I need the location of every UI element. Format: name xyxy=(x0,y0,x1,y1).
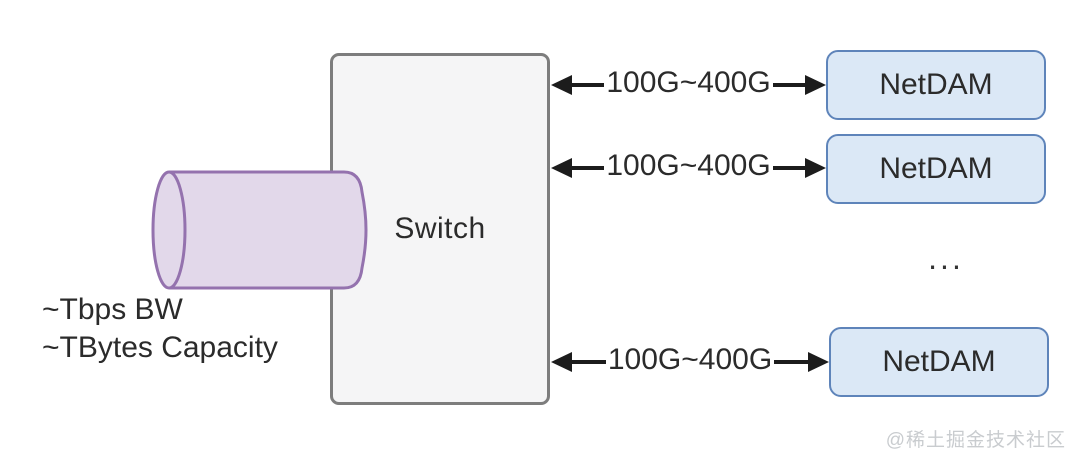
arrowhead-left-icon xyxy=(551,352,572,372)
netdam-node-1: NetDAM xyxy=(826,50,1046,120)
link-switch-netdam-3: 100G~400G xyxy=(551,343,830,378)
arrowhead-left-icon xyxy=(551,75,572,95)
arrowhead-right-icon xyxy=(808,352,830,372)
cylinder-body xyxy=(169,170,368,290)
link-line xyxy=(572,360,606,364)
link-line xyxy=(572,166,605,170)
link-line xyxy=(572,83,605,87)
watermark: @稀土掘金技术社区 xyxy=(885,430,1066,451)
link-line xyxy=(772,83,806,87)
storage-cylinder-icon xyxy=(151,170,368,290)
netdam-node-2: NetDAM xyxy=(826,134,1046,204)
switch-label: Switch xyxy=(394,212,486,245)
link-switch-netdam-2: 100G~400G xyxy=(551,149,827,184)
more-nodes-ellipsis: ... xyxy=(928,240,964,276)
link-bandwidth-label: 100G~400G xyxy=(606,66,771,99)
netdam-label: NetDAM xyxy=(882,345,996,378)
arrowhead-right-icon xyxy=(805,75,827,95)
link-line xyxy=(774,360,809,364)
cylinder-end-cap xyxy=(151,170,187,290)
arrowhead-right-icon xyxy=(805,158,827,178)
netdam-label: NetDAM xyxy=(879,68,993,101)
link-line xyxy=(772,166,806,170)
netdam-label: NetDAM xyxy=(879,152,993,185)
link-bandwidth-label: 100G~400G xyxy=(607,343,773,376)
storage-capacity-label: ~TBytes Capacity xyxy=(42,331,278,364)
storage-caption: ~Tbps BW ~TBytes Capacity xyxy=(42,291,278,367)
link-bandwidth-label: 100G~400G xyxy=(606,149,771,182)
link-switch-netdam-1: 100G~400G xyxy=(551,66,827,101)
arrowhead-left-icon xyxy=(551,158,572,178)
netdam-node-3: NetDAM xyxy=(829,327,1049,397)
storage-bandwidth-label: ~Tbps BW xyxy=(42,293,183,326)
